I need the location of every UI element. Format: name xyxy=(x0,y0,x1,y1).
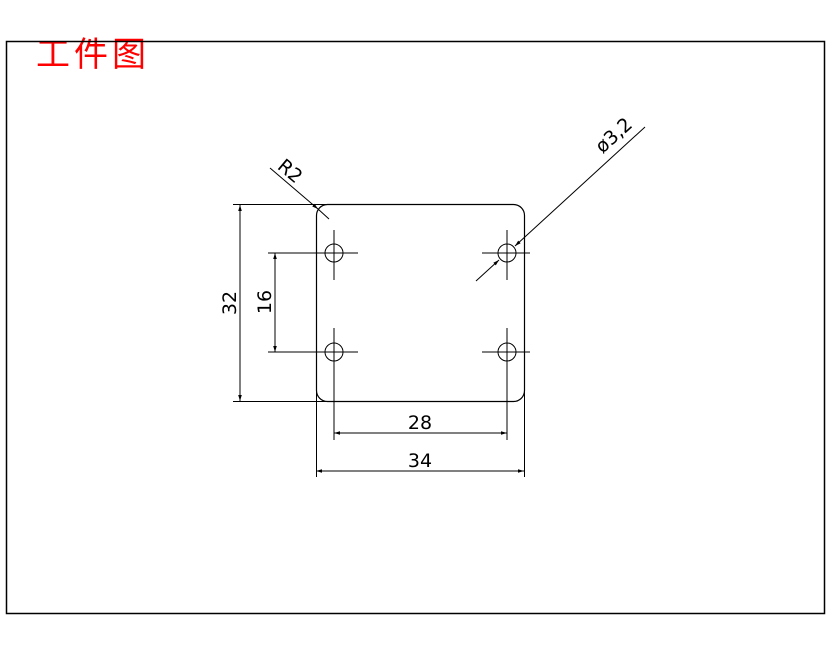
drawing-title: 工件图 xyxy=(36,35,150,75)
svg-text:16: 16 xyxy=(254,290,276,314)
hole-top-right xyxy=(482,230,530,280)
svg-text:R2: R2 xyxy=(273,155,307,188)
svg-text:32: 32 xyxy=(219,291,241,315)
dimension-height-16: 16 xyxy=(254,253,277,352)
hole-top-left xyxy=(310,230,358,280)
part-outline xyxy=(315,203,526,403)
extension-lines xyxy=(233,204,525,477)
svg-text:28: 28 xyxy=(408,412,432,434)
dimension-hole-diameter: ø3,2 xyxy=(475,113,646,282)
dimension-corner-radius: R2 xyxy=(269,155,330,220)
dimension-width-34: 34 xyxy=(316,450,524,473)
hole-bottom-right xyxy=(482,328,530,440)
drawing-frame xyxy=(5,40,826,615)
svg-text:ø3,2: ø3,2 xyxy=(591,113,637,157)
dimension-width-28: 28 xyxy=(334,412,507,435)
dimension-height-32: 32 xyxy=(219,205,242,401)
hole-bottom-left xyxy=(310,328,358,440)
svg-text:34: 34 xyxy=(408,450,432,472)
